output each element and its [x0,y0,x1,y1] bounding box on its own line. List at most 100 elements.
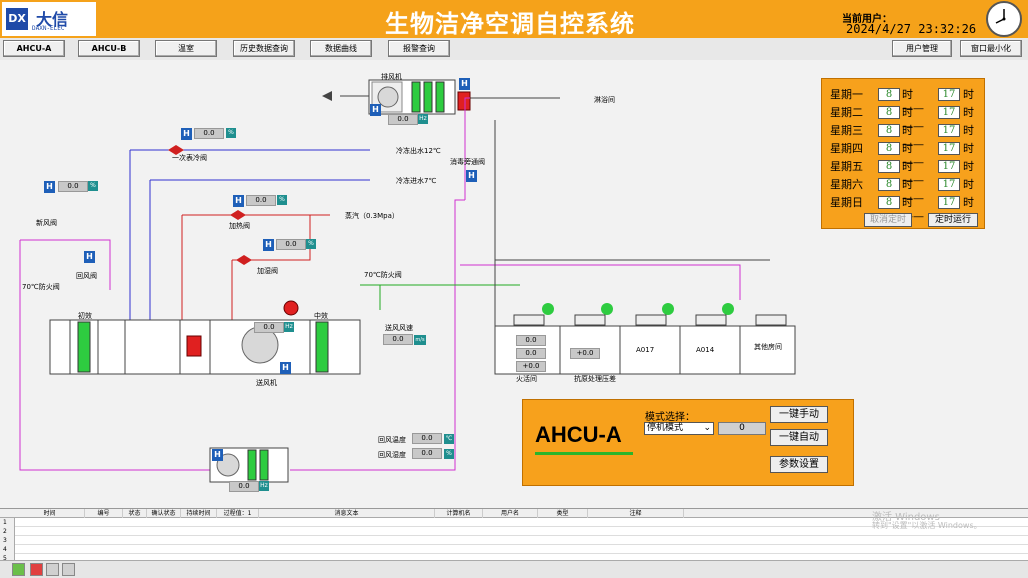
nav-greenhouse[interactable]: 温室 [155,40,217,57]
schedule-day: 星期四 [830,142,863,155]
col-duration[interactable]: 持续时间 [181,509,217,518]
nav-ahcu-a[interactable]: AHCU-A [3,40,65,57]
return-fan-h-badge[interactable]: H [212,449,223,461]
humid-valve-h-badge[interactable]: H [263,239,274,251]
schedule-end-input[interactable]: 17 [938,196,960,209]
schedule-end-input[interactable]: 17 [938,142,960,155]
room-1-label: 火活间 [516,375,537,383]
table-row[interactable]: 3 [0,536,1028,545]
heat-valve-h-badge[interactable]: H [233,195,244,207]
nav-data-curve[interactable]: 数据曲线 [310,40,372,57]
return-temp-unit-icon: ℃ [444,434,454,444]
primary-valve-pct-icon: % [226,128,236,138]
schedule-start-input[interactable]: 8 [878,178,900,191]
title-underline [535,452,633,455]
logo-mark: DX [6,8,28,30]
schedule-unit: 时 [963,88,974,101]
row-number: 2 [0,527,15,536]
current-user-label: 当前用户： [842,14,892,25]
schedule-mid: 时—— [902,142,924,169]
schedule-end-input[interactable]: 17 [938,160,960,173]
print-icon[interactable] [46,563,59,576]
schedule-start-input[interactable]: 8 [878,106,900,119]
disinfect-h-badge[interactable]: H [466,170,477,182]
supply-fan-h-badge[interactable]: H [280,362,291,374]
company-logo: DX 大信 DAXN-ELEC [2,2,96,36]
activation-watermark-title: 激活 Windows [872,512,940,523]
row-number: 1 [0,518,15,527]
stop-icon[interactable] [30,563,43,576]
schedule-end-input[interactable]: 17 [938,106,960,119]
col-process-value[interactable]: 过程值：1 [217,509,259,518]
unit-title: AHCU-A [535,422,622,447]
schedule-start-input[interactable]: 8 [878,160,900,173]
col-ack-status[interactable]: 确认状态 [147,509,181,518]
schedule-unit: 时 [963,196,974,209]
schedule-start-input[interactable]: 8 [878,88,900,101]
schedule-panel: 星期一 8 时—— 17 时 星期二 8 时—— 17 时 星期三 8 时—— … [821,78,985,229]
schedule-mid: 时—— [902,106,924,133]
schedule-day: 星期二 [830,106,863,119]
schedule-end-input[interactable]: 17 [938,124,960,137]
supply-fan-label: 送风机 [256,379,277,387]
exhaust-h-badge[interactable]: H [459,78,470,90]
schedule-start-input[interactable]: 8 [878,196,900,209]
exhaust-fan-h-badge[interactable]: H [370,104,381,116]
table-row[interactable]: 2 [0,527,1028,536]
exhaust-fan-label: 排风机 [381,73,402,81]
return-temp-label: 回风温度 [378,436,406,444]
nav-user-management[interactable]: 用户管理 [892,40,952,57]
steam-label: 蒸汽（0.3Mpa） [345,212,399,220]
datetime-display: 2024/4/27 23:32:26 [846,22,977,36]
logo-en: DAXN-ELEC [32,25,65,32]
schedule-day: 星期一 [830,88,863,101]
col-type[interactable]: 类型 [538,509,588,518]
room1-value-3: +0.0 [516,361,546,372]
col-message[interactable]: 消息文本 [259,509,435,518]
nav-alarm-query[interactable]: 报警查询 [388,40,450,57]
activation-watermark-text: 转到"设置"以激活 Windows。 [872,521,982,530]
supply-speed-unit: m/s [414,335,426,345]
nav-minimize-window[interactable]: 窗口最小化 [960,40,1022,57]
humid-valve-pct-icon: % [306,239,316,249]
fresh-valve-h-badge[interactable]: H [44,181,55,193]
params-settings-button[interactable]: 参数设置 [770,456,828,473]
col-username[interactable]: 用户名 [483,509,538,518]
cancel-schedule-button[interactable]: 取消定时 [864,213,912,227]
return-valve-h-badge[interactable]: H [84,251,95,263]
col-time[interactable]: 时间 [15,509,85,518]
acknowledge-icon[interactable] [12,563,25,576]
schedule-unit: 时 [963,106,974,119]
schedule-mid: 时—— [902,160,924,187]
schedule-end-input[interactable]: 17 [938,178,960,191]
col-status[interactable]: 状态 [123,509,147,518]
manual-mode-button[interactable]: 一键手动 [770,406,828,423]
confirm-all-icon[interactable] [62,563,75,576]
nav-history-query[interactable]: 历史数据查询 [233,40,295,57]
fresh-valve-pct-icon: % [88,181,98,191]
app-title: 生物洁净空调自控系统 [385,10,635,38]
table-row[interactable]: 4 [0,545,1028,554]
return-humid-value: 0.0 [412,448,442,459]
nav-ahcu-b[interactable]: AHCU-B [78,40,140,57]
analog-clock-icon [986,1,1022,37]
disinfect-valve-label: 消毒旁通阀 [450,158,485,166]
schedule-start-input[interactable]: 8 [878,124,900,137]
room-4-label: A014 [696,346,715,354]
schedule-end-input[interactable]: 17 [938,88,960,101]
supply-speed-label: 送风风速 [385,324,413,332]
col-number[interactable]: 编号 [85,509,123,518]
heat-valve-pct-icon: % [277,195,287,205]
mode-select-dropdown[interactable]: 停机模式 ⌄ [644,422,714,435]
schedule-start-input[interactable]: 8 [878,142,900,155]
run-schedule-button[interactable]: 定时运行 [928,213,978,227]
schedule-unit: 时 [963,160,974,173]
schedule-day: 星期六 [830,178,863,191]
mode-panel: AHCU-A 模式选择： 停机模式 ⌄ 0 一键手动 一键自动 参数设置 [522,399,854,486]
auto-mode-button[interactable]: 一键自动 [770,429,828,446]
col-computer[interactable]: 计算机名 [435,509,483,518]
col-comment[interactable]: 注释 [588,509,684,518]
primary-valve-h-badge[interactable]: H [181,128,192,140]
table-row[interactable]: 1 [0,518,1028,527]
mode-value: 0 [718,422,766,435]
